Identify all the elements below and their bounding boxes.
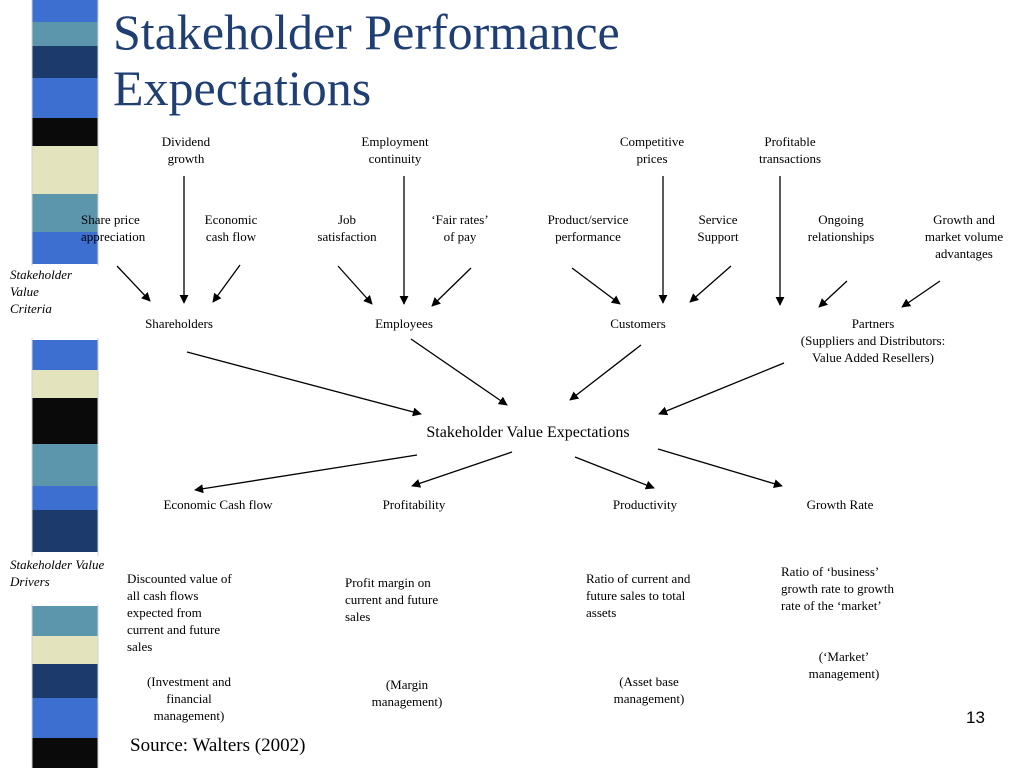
- employees-node: Employees: [375, 316, 433, 331]
- profit-margin-description: Profit margin on current and future sale…: [345, 575, 439, 624]
- ratio-growth-description: Ratio of ‘business’ growth rate to growt…: [781, 564, 895, 613]
- job-satisfaction-label: Job satisfaction: [317, 212, 377, 244]
- market-management-label: (‘Market’ management): [808, 649, 880, 681]
- arrow-share-price-to-shareholders: [116, 265, 151, 302]
- investment-management-label: (Investment and financial management): [146, 674, 232, 723]
- arrow-support-to-customers: [689, 265, 732, 303]
- asset-base-management-label: (Asset base management): [613, 674, 685, 706]
- economic-cashflow-criteria-label: Economic cash flow: [204, 212, 258, 244]
- arrow-fairrates-to-employees: [431, 267, 472, 307]
- fair-rates-label: ‘Fair rates’ of pay: [431, 212, 489, 244]
- competitive-prices-label: Competitive prices: [619, 134, 685, 166]
- arrow-growth-to-partners: [901, 280, 941, 308]
- criteria-label: Stakeholder Value Criteria: [4, 266, 106, 338]
- arrow-partners-to-center: [658, 362, 785, 416]
- arrow-center-to-cashflow: [194, 454, 418, 494]
- productivity-driver: Productivity: [612, 497, 678, 512]
- customers-node: Customers: [610, 316, 666, 331]
- arrow-product-to-customers: [571, 267, 621, 305]
- arrow-relationships-to-partners: [818, 280, 848, 308]
- economic-cashflow-driver: Economic Cash flow: [163, 497, 273, 512]
- source-citation: Source: Walters (2002): [130, 735, 306, 756]
- profitable-transactions-label: Profitable transactions: [758, 134, 822, 166]
- margin-management-label: (Margin management): [371, 677, 443, 709]
- dividend-growth-label: Dividend growth: [161, 134, 211, 166]
- arrow-job-to-employees: [337, 265, 373, 305]
- ongoing-relationships-label: Ongoing relationships: [807, 212, 875, 244]
- sidebar-decoration: [0, 0, 110, 768]
- partners-node: Partners (Suppliers and Distributors: Va…: [800, 316, 946, 365]
- cashflow-description: Discounted value of all cash flows expec…: [127, 571, 232, 654]
- arrow-center-to-productivity: [574, 456, 655, 490]
- growth-rate-driver: Growth Rate: [806, 497, 874, 512]
- product-service-label: Product/service performance: [547, 212, 629, 244]
- arrow-center-to-growth: [657, 448, 783, 488]
- arrow-customers-to-center: [569, 344, 642, 401]
- arrow-cashflow-to-shareholders: [212, 264, 241, 303]
- arrow-employees-to-center: [410, 338, 508, 406]
- arrow-shareholders-to-center: [186, 351, 422, 417]
- service-support-label: Service Support: [697, 212, 739, 244]
- drivers-label: Stakeholder Value Drivers: [4, 556, 120, 604]
- ratio-sales-description: Ratio of current and future sales to tot…: [586, 571, 691, 620]
- growth-market-label: Growth and market volume advantages: [924, 212, 1004, 261]
- page-number: 13: [966, 708, 985, 727]
- profitability-driver: Profitability: [382, 497, 446, 512]
- shareholders-node: Shareholders: [145, 316, 213, 331]
- page-title: Stakeholder Performance Expectations: [113, 4, 620, 116]
- employment-continuity-label: Employment continuity: [361, 134, 429, 166]
- stakeholder-value-expectations-node: Stakeholder Value Expectations: [426, 424, 630, 441]
- arrow-center-to-profitability: [411, 451, 513, 488]
- share-price-label: Share price appreciation: [81, 212, 146, 244]
